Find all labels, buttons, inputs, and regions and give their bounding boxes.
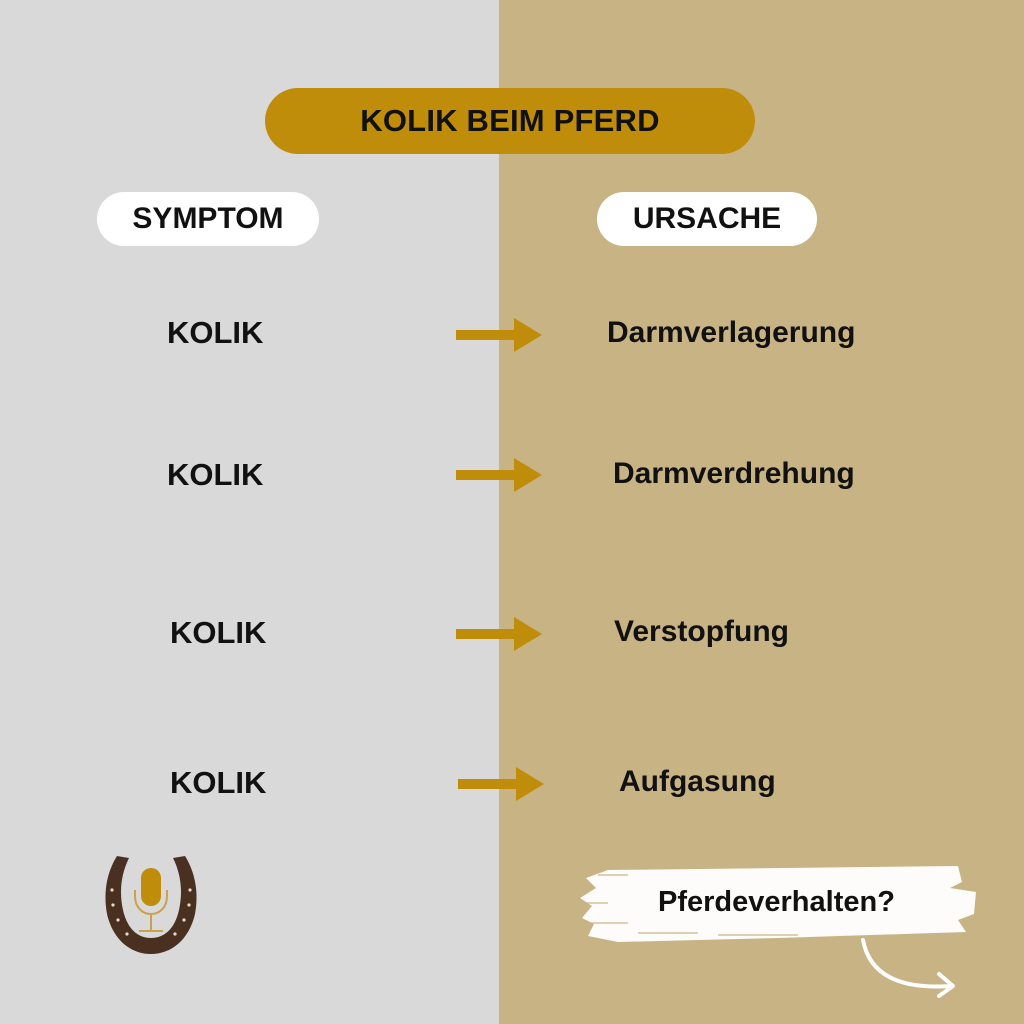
brush-stroke-background	[580, 866, 976, 942]
left-panel	[0, 0, 499, 1024]
cause-row-1: Darmverlagerung	[607, 316, 856, 349]
arrow-right-icon	[456, 318, 542, 352]
cause-row-3: Verstopfung	[614, 615, 790, 648]
cause-row-2: Darmverdrehung	[613, 457, 855, 490]
title-banner: KOLIK BEIM PFERD	[265, 88, 755, 154]
horseshoe-microphone-icon	[105, 856, 197, 954]
curved-arrow-icon	[861, 938, 955, 998]
arrow-right-icon	[456, 458, 542, 492]
symptom-row-4: KOLIK	[170, 765, 267, 800]
cause-header-label: URSACHE	[632, 202, 782, 235]
cta-text[interactable]: Pferdeverhalten?	[658, 886, 895, 918]
right-panel	[499, 0, 1024, 1024]
symptom-row-2: KOLIK	[167, 457, 264, 492]
symptom-header-label: SYMPTOM	[132, 202, 284, 235]
symptom-row-3: KOLIK	[170, 615, 267, 650]
arrow-right-icon	[458, 767, 544, 801]
page-title: KOLIK BEIM PFERD	[360, 103, 660, 138]
symptom-header: SYMPTOM	[97, 192, 319, 246]
cause-header: URSACHE	[597, 192, 817, 246]
cause-row-4: Aufgasung	[619, 765, 776, 798]
arrow-right-icon	[456, 617, 542, 651]
symptom-row-1: KOLIK	[167, 315, 264, 350]
